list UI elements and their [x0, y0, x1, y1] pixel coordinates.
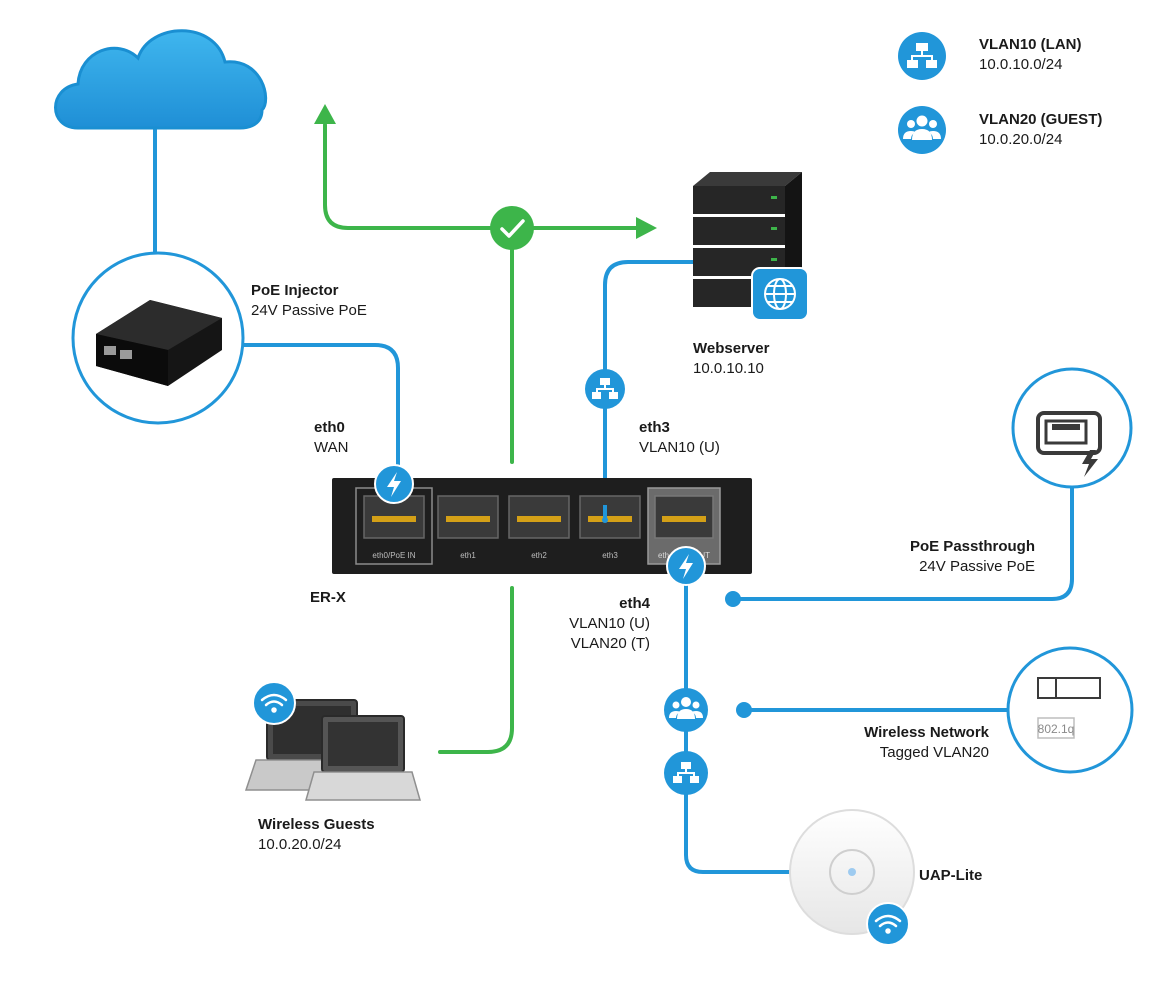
eth4-to-passthrough-link — [731, 485, 1074, 601]
wifi-icon — [874, 914, 902, 934]
eth3-sub: VLAN10 (U) — [639, 439, 720, 456]
eth4-lightning-badge — [666, 546, 706, 586]
vlan10-network-badge — [664, 751, 708, 795]
legend-vlan10-subnet: 10.0.10.0/24 — [979, 56, 1063, 73]
green-links — [323, 123, 642, 754]
wireless-guests-title: Wireless Guests — [258, 816, 375, 833]
injector-to-eth0-link — [241, 343, 400, 494]
legend-vlan10-badge — [898, 32, 946, 80]
router-port-label: eth3 — [602, 551, 618, 560]
legend-vlan20-subnet: 10.0.20.0/24 — [979, 131, 1063, 148]
ethernet-poe-icon — [1036, 411, 1102, 477]
guest-internet-path — [323, 123, 642, 230]
uap-lite-title: UAP-Lite — [919, 867, 983, 884]
arrow-up-icon — [314, 104, 336, 124]
router-to-guests-link — [438, 586, 514, 754]
legend-vlan10-title: VLAN10 (LAN) — [979, 36, 1082, 53]
tagged-frame-icon: 802.1q — [1037, 677, 1101, 739]
poe-passthrough-sub: 24V Passive PoE — [919, 558, 1035, 575]
poe-injector-sub: 24V Passive PoE — [251, 302, 367, 319]
network-icon — [673, 762, 699, 783]
tagged-endpoint-dot — [736, 702, 752, 718]
wireless-guests-sub: 10.0.20.0/24 — [258, 836, 342, 853]
eth0-label: eth0 WAN — [314, 418, 348, 458]
eth4-sub2: VLAN20 (T) — [570, 635, 650, 652]
tagged-vlan-circle — [1006, 646, 1134, 774]
er-x-label: ER-X — [310, 588, 346, 608]
vlan20-users-badge — [664, 688, 708, 732]
legend-vlan20-title: VLAN20 (GUEST) — [979, 111, 1103, 128]
passthrough-endpoint-dot — [725, 591, 741, 607]
legend-vlan10: VLAN10 (LAN) 10.0.10.0/24 — [979, 35, 1082, 75]
ap-wifi-badge — [866, 902, 910, 946]
laptop-icon — [244, 699, 421, 801]
wireless-network-label: Wireless Network Tagged VLAN20 — [800, 723, 989, 763]
router-port-label: eth1 — [460, 551, 476, 560]
wireless-guests-label: Wireless Guests 10.0.20.0/24 — [258, 815, 375, 855]
globe-icon — [764, 278, 796, 310]
check-icon — [500, 219, 525, 238]
eth4-label: eth4 VLAN10 (U) VLAN20 (T) — [540, 594, 650, 654]
legend-vlan20-badge — [898, 106, 946, 154]
er-x-title: ER-X — [310, 589, 346, 606]
router-port-label: eth2 — [531, 551, 547, 560]
eth3-network-badge — [585, 369, 625, 409]
lightning-icon — [679, 554, 693, 579]
poe-passthrough-title: PoE Passthrough — [909, 538, 1035, 555]
guest-wifi-badge — [252, 681, 296, 725]
webserver-title: Webserver — [693, 340, 770, 357]
webserver-sub: 10.0.10.10 — [693, 360, 764, 377]
eth0-title: eth0 — [314, 419, 345, 436]
eth3-title: eth3 — [639, 419, 670, 436]
eth4-title: eth4 — [619, 595, 650, 612]
blue-links — [153, 126, 1074, 874]
eth0-lightning-badge — [374, 464, 414, 504]
wireless-network-title: Wireless Network — [864, 724, 989, 741]
tag-label: 802.1q — [1038, 722, 1075, 736]
users-icon — [903, 115, 941, 140]
legend-vlan20: VLAN20 (GUEST) 10.0.20.0/24 — [979, 110, 1102, 150]
cloud-icon — [54, 29, 268, 130]
eth0-sub: WAN — [314, 439, 349, 456]
wifi-icon — [260, 693, 288, 713]
router-ports: eth0/PoE IN eth1 eth2 eth3 eth4/PoE OUT — [355, 487, 721, 565]
arrow-right-icon — [636, 217, 657, 239]
network-icon — [592, 378, 618, 399]
check-badge — [490, 206, 534, 250]
lightning-icon — [387, 472, 401, 497]
eth4-to-ap-link — [684, 564, 802, 874]
router-port-label: eth0/PoE IN — [372, 551, 415, 560]
wireless-network-sub: Tagged VLAN20 — [879, 744, 989, 761]
uap-lite-label: UAP-Lite — [919, 866, 982, 886]
network-icon — [907, 43, 937, 68]
poe-passthrough-label: PoE Passthrough 24V Passive PoE — [860, 537, 1035, 577]
webserver-label: Webserver 10.0.10.10 — [693, 339, 769, 379]
eth3-label: eth3 VLAN10 (U) — [639, 418, 720, 458]
globe-badge — [751, 267, 809, 321]
poe-injector-icon — [96, 300, 222, 386]
webserver-to-eth3-link — [603, 260, 695, 522]
poe-injector-title: PoE Injector — [251, 282, 339, 299]
poe-injector-label: PoE Injector 24V Passive PoE — [251, 281, 367, 321]
eth4-sub1: VLAN10 (U) — [569, 615, 650, 632]
users-icon — [669, 697, 703, 719]
